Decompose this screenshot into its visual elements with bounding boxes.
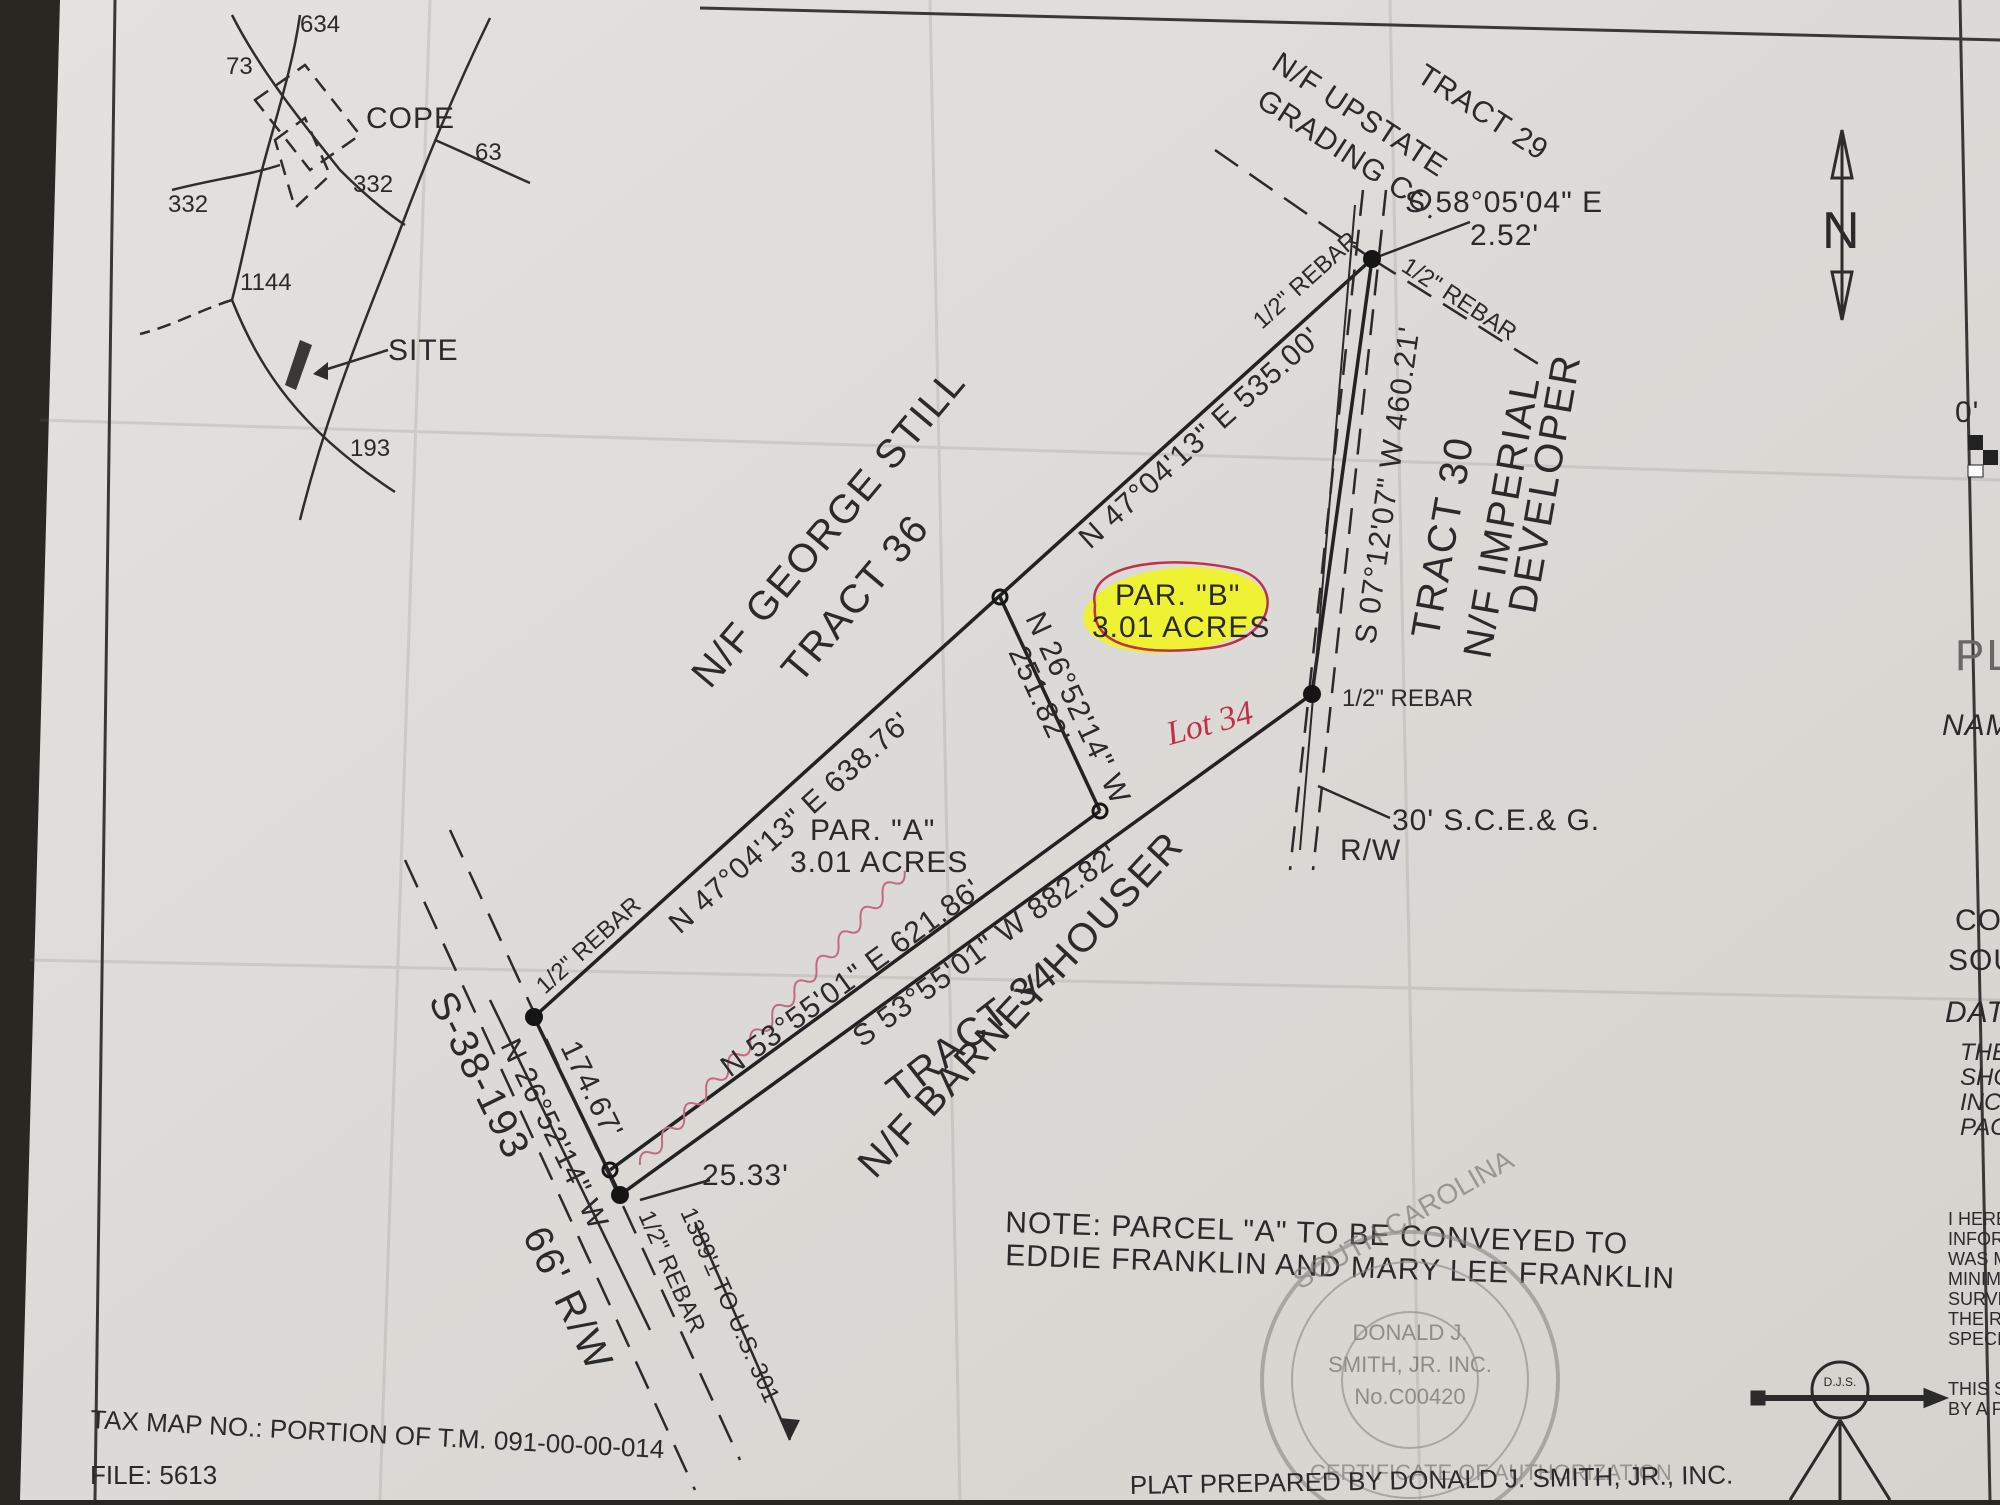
logo-letters: D.J.S.	[1824, 1375, 1857, 1389]
hereby-line: WAS M	[1948, 1249, 2000, 1269]
this-line: BY A P	[1948, 1399, 2000, 1419]
cope-label: COPE	[366, 102, 455, 135]
hereby-line: MINIMU	[1948, 1269, 2000, 1289]
tract29-line	[1214, 148, 1541, 367]
sw-short-distance: 25.33'	[702, 1159, 789, 1192]
parcel-b-name: PAR. "B"	[1115, 579, 1240, 612]
hereby-line: SURVEY	[1948, 1289, 2000, 1309]
cert-line: THE	[1960, 1039, 2000, 1066]
road-label: 63	[475, 139, 502, 166]
cert-line: PAG	[1960, 1114, 2000, 1141]
cert-line: INC.	[1960, 1089, 2000, 1116]
seal-name-line2: SMITH, JR. INC.	[1328, 1352, 1492, 1377]
easement-label-line2: R/W	[1340, 834, 1401, 867]
title-fragment-cou: COU	[1955, 904, 2000, 937]
vicinity-map: 634 73 332 332 63 1144 193 COPE SITE	[139, 11, 531, 521]
corner-open	[991, 588, 1009, 606]
ne-short-bearing: S 58°05'04" E	[1405, 186, 1603, 219]
highlight	[1083, 567, 1267, 653]
iron-pin-east	[1303, 685, 1321, 703]
north-letter: N	[1822, 202, 1860, 260]
surveyor-logo: D.J.S.	[1750, 1360, 1950, 1501]
file-number: FILE: 5613	[90, 1460, 217, 1490]
iron-pin-ne	[1363, 250, 1381, 268]
easement-lines	[1288, 189, 1388, 871]
iron-pin-west	[525, 1008, 543, 1026]
hereby-line: I HERE	[1948, 1209, 2000, 1229]
road-label: 332	[168, 191, 208, 218]
road-label: 193	[350, 435, 390, 462]
south-boundary-total	[618, 692, 1314, 1197]
seal-number: No.C00420	[1354, 1384, 1465, 1409]
parcel-b-acres: 3.01 ACRES	[1092, 611, 1270, 644]
site-arrow	[317, 348, 389, 374]
parcel-a-acres: 3.01 ACRES	[790, 846, 968, 879]
road-right-of-way	[403, 829, 742, 1491]
hereby-line: INFORM	[1948, 1229, 2000, 1249]
monuments	[525, 250, 1381, 1204]
title-fragment-pl: PL	[1955, 631, 2000, 680]
parcel-boundaries	[532, 257, 1374, 1197]
leader-lines	[639, 784, 1391, 1441]
red-circle	[1093, 561, 1269, 652]
title-fragment-nam: NAM	[1942, 709, 2000, 742]
parcel-divider-line	[998, 596, 1102, 812]
title-fragment-date: DATE	[1945, 996, 2000, 1029]
cert-line: SHO	[1960, 1064, 2000, 1091]
seal-ring-bottom: CERTIFICATE OF AUTHORIZATION	[1310, 1460, 1672, 1485]
paper-sheet	[20, 0, 2000, 1500]
iron-pin-sw	[611, 1186, 629, 1204]
corner-open	[1091, 802, 1109, 820]
hereby-line: THE RE	[1948, 1309, 2000, 1329]
scale-zero: 0'	[1955, 396, 1979, 429]
north-arrow: N	[1822, 129, 1860, 321]
rebar-east: 1/2" REBAR	[1342, 685, 1473, 712]
road-label: 73	[226, 53, 253, 80]
title-fragment-sou: SOU	[1948, 944, 2000, 977]
this-line: THIS S	[1948, 1379, 2000, 1399]
parcel-a-name: PAR. "A"	[810, 814, 935, 847]
parcel-a-south-line	[608, 809, 1102, 1172]
road-label: 1144	[240, 269, 292, 296]
parcel-b-callout: PAR. "B" 3.01 ACRES	[1083, 561, 1270, 653]
easement-label-line1: 30' S.C.E.& G.	[1392, 804, 1600, 837]
title-block-fragment: 0' PL NAM COU SOU DATE THE SHO INC. PAG …	[1942, 396, 2000, 1419]
east-boundary	[1310, 258, 1374, 695]
site-marker	[285, 340, 312, 390]
road-label: 634	[300, 11, 340, 38]
hereby-line: SPECIF	[1948, 1329, 2000, 1349]
corner-open	[601, 1161, 619, 1179]
sheet-border	[93, 0, 2000, 1501]
ne-short-distance: 2.52'	[1470, 219, 1539, 252]
site-label: SITE	[388, 334, 459, 367]
seal-name-line1: DONALD J.	[1353, 1320, 1468, 1345]
north-boundary	[532, 257, 1374, 1019]
handwritten-squiggle	[638, 870, 906, 1166]
road-label: 332	[353, 171, 393, 198]
